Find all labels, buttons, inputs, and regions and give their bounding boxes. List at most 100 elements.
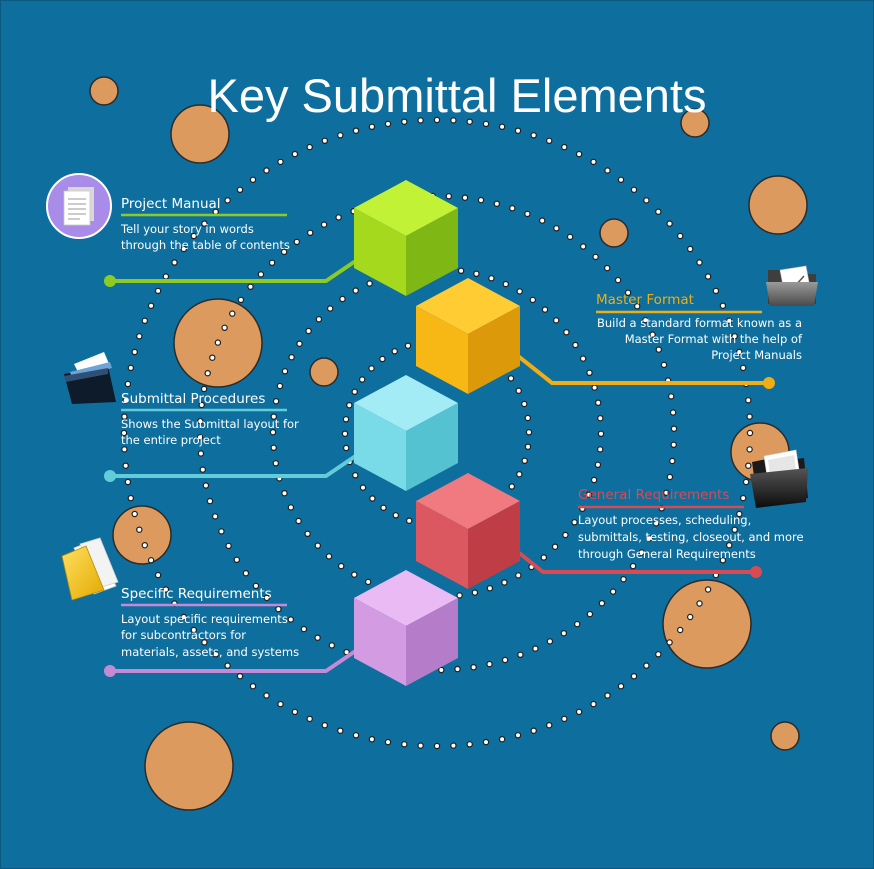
orbit-dot: [379, 355, 386, 363]
orbit-dot: [498, 736, 506, 743]
orbit-dot: [190, 626, 197, 634]
orbit-dot: [124, 380, 132, 388]
orbit-dot: [620, 576, 627, 583]
orbit-dot: [404, 342, 412, 349]
orbit-dot: [281, 490, 288, 497]
orbit-dot: [521, 457, 528, 464]
orbit-dot: [450, 742, 457, 749]
open-box-icon: [64, 352, 116, 404]
orbit-dot: [221, 324, 228, 331]
orbit-dot: [392, 512, 399, 519]
orbit-dot: [553, 317, 560, 324]
orbit-dot: [237, 296, 245, 304]
orbit-dot: [315, 316, 323, 323]
orbit-dot: [180, 245, 187, 253]
orbit-dot: [530, 727, 537, 734]
orbit-dot: [252, 582, 260, 590]
orbit-dot: [712, 287, 720, 295]
orbit-dot: [655, 651, 662, 658]
specific-requirements-desc-line-2: for subcontractors for: [121, 628, 246, 642]
orbit-dot: [197, 450, 205, 457]
bubble: [770, 721, 800, 751]
specific-requirements-desc-line-1: Layout specific requirements: [121, 612, 288, 626]
orbit-dot: [566, 233, 574, 241]
orbit-dot: [590, 158, 597, 166]
connector-lines: [110, 256, 769, 673]
orbit-dot: [471, 589, 479, 596]
orbit-dot: [456, 592, 463, 599]
orbit-dot: [257, 271, 265, 278]
orbit-dot: [281, 368, 289, 375]
orbit-dot: [696, 259, 703, 266]
orbit-dot: [670, 441, 677, 448]
orbit-dot: [586, 369, 593, 376]
master-format-desc-line-2: Master Format with the help of: [625, 332, 803, 346]
orbit-dot: [740, 364, 747, 372]
orbit-dot: [740, 494, 747, 502]
orbit-dot: [368, 365, 375, 372]
orbit-dot: [502, 280, 509, 288]
orbit-dot: [540, 554, 548, 561]
orbit-dot: [287, 616, 294, 623]
orbit-dot: [575, 708, 583, 716]
orbit-dot: [501, 579, 508, 586]
orbit-dot: [352, 127, 360, 134]
orbit-dot: [198, 401, 205, 409]
project-manual-desc-line-1: Tell your story in words: [120, 222, 254, 236]
bubble: [599, 218, 629, 248]
orbit-dot: [124, 478, 132, 486]
orbit-dot: [646, 535, 653, 542]
orbit-dot: [524, 414, 532, 422]
submittal-procedures-desc-line-1: Shows the Submittal layout for: [121, 417, 299, 431]
bubble: [748, 175, 808, 235]
orbit-dot: [270, 413, 277, 420]
orbit-dot: [617, 683, 625, 690]
orbit-dot: [359, 376, 366, 383]
orbit-dot: [291, 708, 299, 716]
orbit-dot: [563, 329, 570, 336]
element-specific-requirements: Specific Requirements Layout specific re…: [61, 537, 299, 659]
orbit-dot: [346, 402, 353, 409]
orbit-dot: [127, 494, 134, 502]
orbit-dot: [580, 243, 587, 250]
orbit-dot: [291, 150, 299, 158]
orbit-dot: [539, 217, 546, 224]
orbit-dot: [359, 484, 367, 491]
orbit-dot: [604, 692, 611, 699]
orbit-dot: [406, 517, 413, 524]
orbit-dot: [276, 382, 284, 390]
orbit-dot: [352, 732, 360, 739]
orbit-dot: [630, 186, 638, 193]
orbit-dot: [560, 630, 568, 637]
orbit-dot: [524, 443, 532, 450]
orbit-dot: [233, 556, 240, 564]
orbit-dot: [337, 132, 344, 139]
orbit-dot: [746, 446, 753, 453]
orbit-dot: [338, 562, 345, 570]
orbit-dot: [482, 120, 490, 128]
orbit-dot: [275, 605, 282, 613]
orbit-dot: [736, 510, 743, 518]
specific-requirements-desc-line-3: materials, assets, and systems: [121, 645, 299, 659]
bubble: [144, 721, 234, 811]
orbit-dot: [214, 339, 222, 346]
orbit-dot: [668, 393, 675, 400]
orbit-dot: [529, 296, 537, 304]
orbit-dot: [586, 610, 594, 618]
cube-cyan: [354, 375, 458, 491]
orbit-dot: [351, 388, 358, 395]
orbit-dot: [669, 457, 676, 465]
orbit-dot: [609, 588, 617, 595]
orbit-dot: [401, 118, 408, 125]
orbit-dot: [342, 416, 350, 423]
orbit-dot: [604, 264, 611, 272]
orbit-dot: [726, 542, 733, 549]
orbit-dot: [263, 167, 270, 174]
orbit-dot: [131, 348, 138, 356]
project-manual-desc-line-2: through the table of contents: [121, 238, 290, 252]
submittal-procedures-desc-line-2: the entire project: [121, 433, 221, 447]
orbit-dot: [595, 399, 602, 406]
bubble: [112, 505, 172, 565]
orbit-dot: [660, 361, 668, 369]
orbit-dot: [293, 238, 300, 246]
